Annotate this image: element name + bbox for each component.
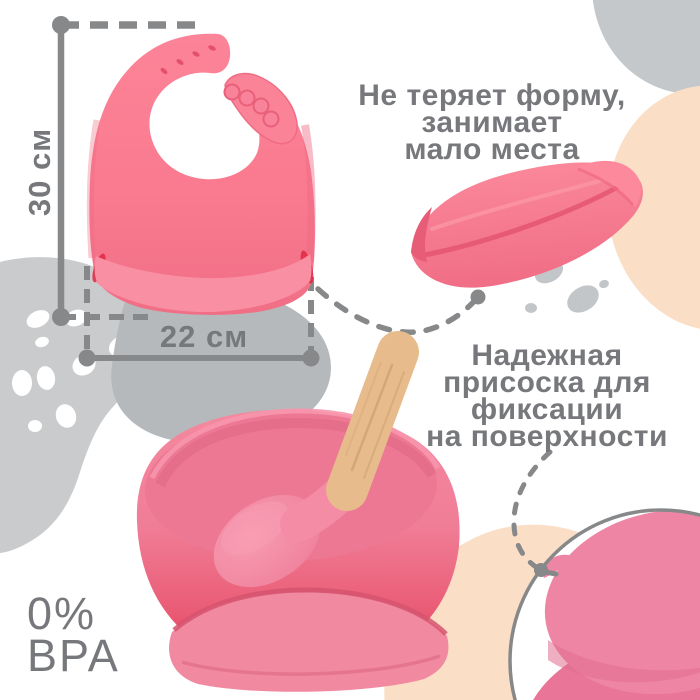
suction-base xyxy=(169,592,449,692)
strap-holes xyxy=(160,45,216,75)
suction-base-ripple xyxy=(181,654,441,676)
feature-suction-line2: присоска для xyxy=(443,366,651,399)
bpa-badge: 0% BPA xyxy=(27,588,120,681)
bib-edge-shade-right xyxy=(301,124,316,263)
strap-button xyxy=(252,97,270,115)
suction-base-seam xyxy=(172,587,448,636)
suction-cup-top xyxy=(544,510,700,695)
strap-button xyxy=(238,89,256,107)
bowl-rim-highlight xyxy=(149,408,441,480)
connector-dot xyxy=(470,289,486,305)
feature-shape-retention-line2: занимает xyxy=(421,106,563,139)
rolled-bib-highlight xyxy=(430,175,616,231)
bib-photo xyxy=(86,33,316,315)
width-label: 22 см xyxy=(159,319,249,354)
connector-curve xyxy=(315,286,480,335)
connector-bib-to-roll xyxy=(315,286,486,335)
strap-hole xyxy=(208,45,216,51)
bib-edge-shade-left xyxy=(86,119,101,259)
bpa-line2: BPA xyxy=(27,630,120,681)
droplet xyxy=(567,285,599,313)
bpa-line1: 0% xyxy=(27,588,97,639)
rolled-bib-crease xyxy=(416,179,630,259)
spoon-head-highlight xyxy=(221,501,289,555)
feature-shape-retention: Не теряет форму, занимает мало места xyxy=(358,79,626,166)
zoom-circle-outline xyxy=(508,508,700,700)
suction-cup-shade xyxy=(548,640,700,683)
feature-suction: Надежная присоска для фиксации на поверх… xyxy=(426,339,668,453)
strap-hole xyxy=(160,67,168,75)
gray-circle-blob xyxy=(592,0,700,94)
feature-suction-line1: Надежная xyxy=(471,339,623,372)
dimension-annotations xyxy=(52,16,320,367)
height-label: 30 см xyxy=(22,127,57,217)
feature-shape-retention-line1: Не теряет форму, xyxy=(358,79,626,112)
strap-hole xyxy=(176,59,184,65)
feature-suction-line4: на поверхности xyxy=(426,420,668,453)
connector-curve xyxy=(511,449,553,570)
rolled-bib-flap xyxy=(576,160,642,207)
droplet xyxy=(525,303,537,313)
suction-cup-zoom xyxy=(508,508,700,700)
bowl-inner-shadow xyxy=(155,417,437,488)
bib-pocket xyxy=(94,254,312,313)
gray-blob-medium xyxy=(111,283,331,444)
rolled-bib-end-fold xyxy=(411,207,432,262)
rolled-bib-flap-crease xyxy=(577,167,635,206)
strap-hole xyxy=(192,51,200,57)
strap-button xyxy=(262,110,280,128)
rolled-bib-photo xyxy=(411,160,643,288)
pointer-dot-tail xyxy=(542,569,559,577)
feature-shape-retention-line3: мало места xyxy=(404,133,580,166)
connector-text-to-suction xyxy=(511,449,559,577)
peach-blob-top xyxy=(607,85,700,331)
bowl-spoon-photo xyxy=(136,331,460,692)
dimension-dots xyxy=(52,16,320,367)
spoon-handle-grain xyxy=(345,361,405,479)
strap-button xyxy=(223,83,241,101)
feature-suction-line3: фиксации xyxy=(470,393,624,426)
strap-buttons xyxy=(223,83,280,128)
gray-spotted-blob xyxy=(0,257,151,553)
droplet xyxy=(599,279,609,289)
